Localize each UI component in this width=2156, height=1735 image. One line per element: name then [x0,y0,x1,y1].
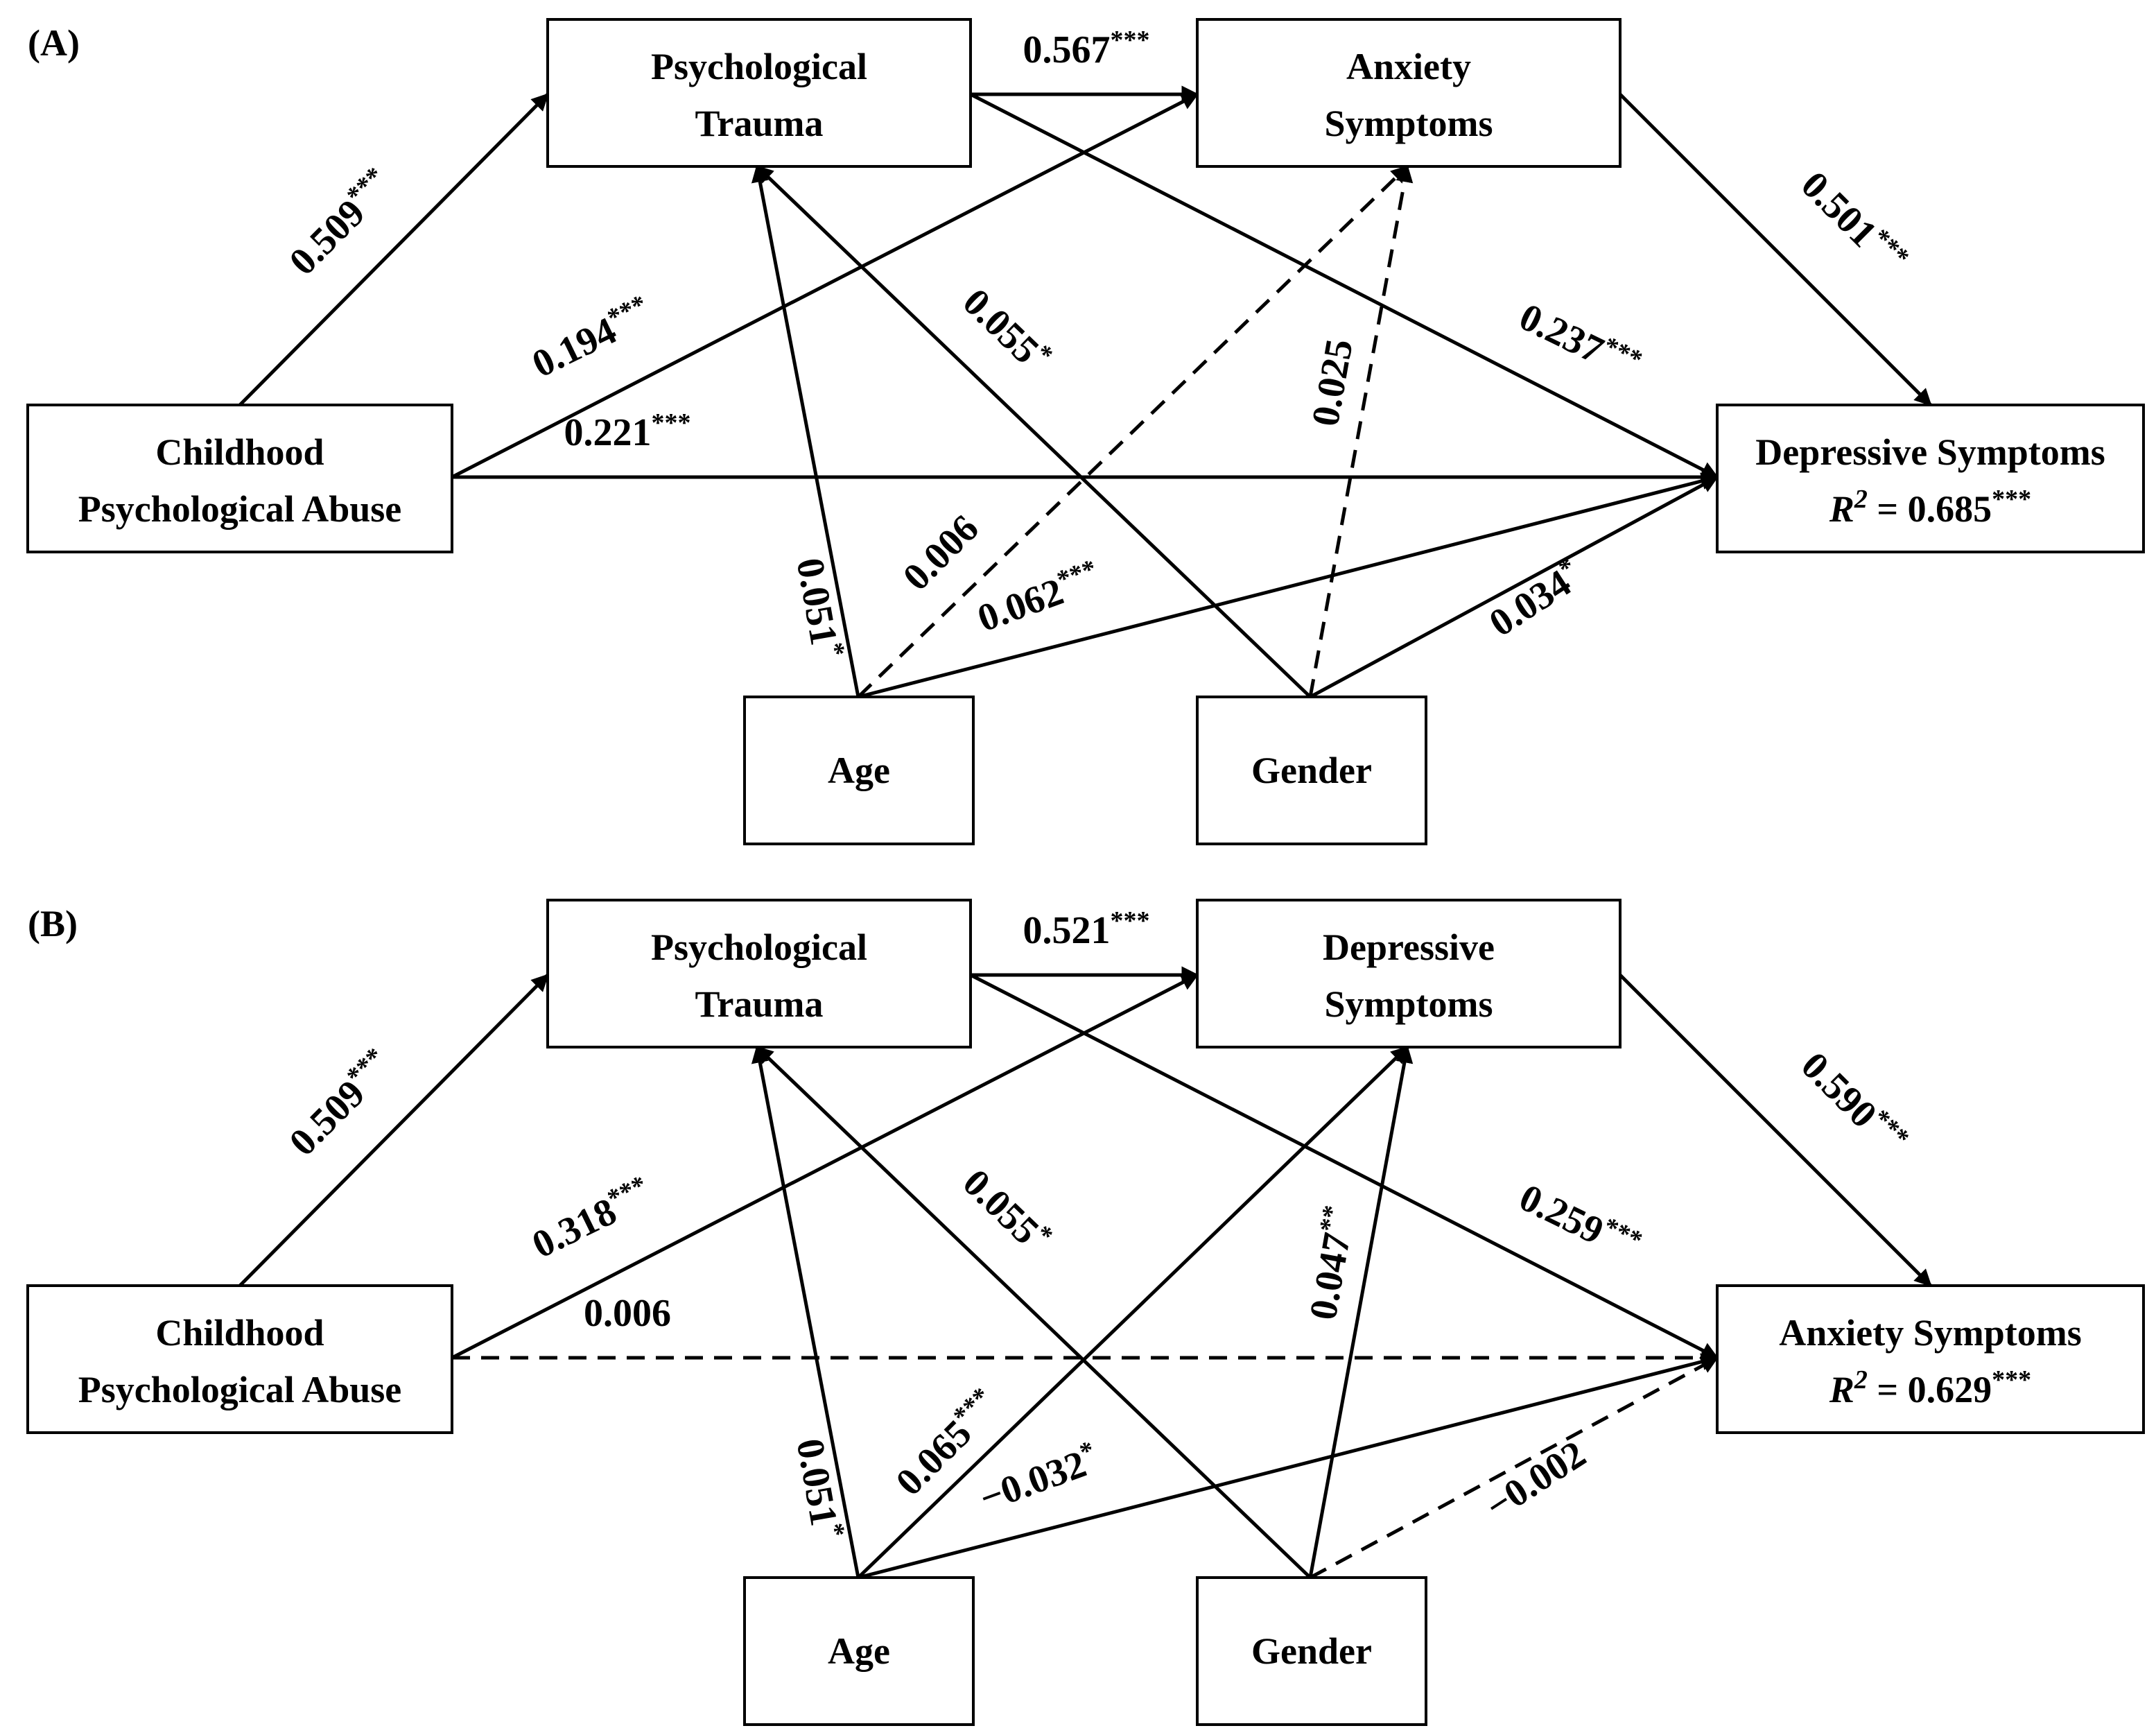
coef-mediator2-to-outcome: 0.590*** [1793,1042,1915,1164]
childhood-psychological-abuse-label-line-2: Psychological Abuse [78,488,402,530]
panel-label: (B) [28,903,78,944]
coefficient-labels: 0.509*** 0.567*** 0.501*** 0.194*** 0.221***… [279,26,1915,658]
path-arrow-abuse-to-mediator2 [451,92,1199,479]
path-arrow-gender-to-trauma [756,165,1312,698]
coef-abuse-to-trauma: 0.509*** [279,1042,401,1164]
mediator-label-line-1: Anxiety [1346,46,1471,87]
childhood-psychological-abuse-label-line-1: Childhood [155,1312,324,1354]
path-arrow-age-to-outcome [858,472,1719,699]
psychological-trauma-label-line-2: Trauma [695,983,824,1025]
path-arrow-mediator2-to-outcome [1619,974,1932,1287]
path-arrow-trauma-to-outcome [969,92,1719,479]
mediator-label-line-1: Depressive [1323,926,1495,968]
coef-abuse-to-mediator2: 0.318*** [525,1170,659,1267]
coef-gender-to-mediator2: 0.047** [1299,1203,1364,1323]
path-arrow-gender-to-outcome [1309,475,1719,699]
age-box [743,1576,975,1726]
psychological-trauma-box [546,899,972,1048]
childhood-psychological-abuse-label-line-1: Childhood [155,431,324,473]
path-arrow-age-to-mediator2 [857,1046,1409,1579]
outcome-box [1716,404,2145,553]
coef-abuse-to-trauma: 0.509*** [279,162,401,284]
path-arrow-gender-to-mediator2 [1308,1045,1414,1578]
path-arrow-abuse-to-trauma [238,974,549,1287]
coef-gender-to-mediator2: 0.025 [1304,336,1362,429]
mediator-box [1196,18,1622,168]
gender-label: Gender [1251,750,1372,791]
path-arrow-trauma-to-outcome [969,973,1719,1360]
childhood-psychological-abuse-box [26,1284,453,1434]
coef-gender-to-outcome: −0.002 [1478,1433,1593,1528]
age-box [743,696,975,845]
gender-label: Gender [1251,1630,1372,1672]
age-label: Age [828,750,890,791]
coef-abuse-to-outcome: 0.006 [584,1292,671,1335]
panel-label: (A) [28,22,80,64]
gender-box [1196,1576,1427,1726]
path-arrow-age-to-mediator2 [857,165,1409,698]
coef-abuse-to-outcome: 0.221*** [564,408,691,454]
childhood-psychological-abuse-label-line-2: Psychological Abuse [78,1369,402,1410]
gender-box [1196,696,1427,845]
coef-trauma-to-mediator2: 0.521*** [1023,906,1150,952]
edges [238,85,1932,699]
coef-mediator2-to-outcome: 0.501*** [1793,162,1915,284]
path-arrow-gender-to-mediator2 [1308,164,1414,698]
path-arrow-abuse-to-mediator2 [451,973,1199,1360]
path-arrow-abuse-to-trauma [238,93,549,406]
psychological-trauma-box [546,18,972,168]
path-arrow-gender-to-trauma [756,1046,1312,1579]
r-squared: R2 = 0.685*** [1829,485,2031,530]
psychological-trauma-label-line-1: Psychological [651,46,867,87]
outcome-box [1716,1284,2145,1434]
coef-gender-to-trauma: 0.055* [955,1159,1059,1262]
outcome-label: Anxiety Symptoms [1779,1312,2082,1354]
path-arrow-age-to-trauma [751,164,860,698]
childhood-psychological-abuse-box [26,404,453,553]
coefficient-labels: 0.509*** 0.521*** 0.590*** 0.318*** 0.006 0.2… [279,906,1915,1539]
age-label: Age [828,1630,890,1672]
psychological-trauma-label-line-2: Trauma [695,103,824,144]
psychological-trauma-label-line-1: Psychological [651,926,867,968]
edges [238,966,1932,1580]
coef-gender-to-trauma: 0.055* [955,279,1059,381]
coef-trauma-to-outcome: 0.259*** [1513,1173,1646,1270]
coef-trauma-to-outcome: 0.237*** [1513,293,1646,390]
path-arrow-age-to-trauma [751,1045,860,1578]
mediator-label-line-2: Symptoms [1324,983,1493,1025]
r-squared: R2 = 0.629*** [1829,1365,2031,1410]
coef-trauma-to-mediator2: 0.567*** [1023,26,1150,71]
outcome-label: Depressive Symptoms [1755,431,2105,473]
mediator-label-line-2: Symptoms [1324,103,1493,144]
path-arrow-age-to-outcome [858,1353,1719,1580]
coef-abuse-to-mediator2: 0.194*** [525,289,659,386]
path-arrow-mediator2-to-outcome [1619,93,1932,406]
coef-gender-to-outcome: 0.034* [1480,552,1590,645]
mediator-box [1196,899,1622,1048]
path-arrow-gender-to-outcome [1309,1356,1719,1580]
